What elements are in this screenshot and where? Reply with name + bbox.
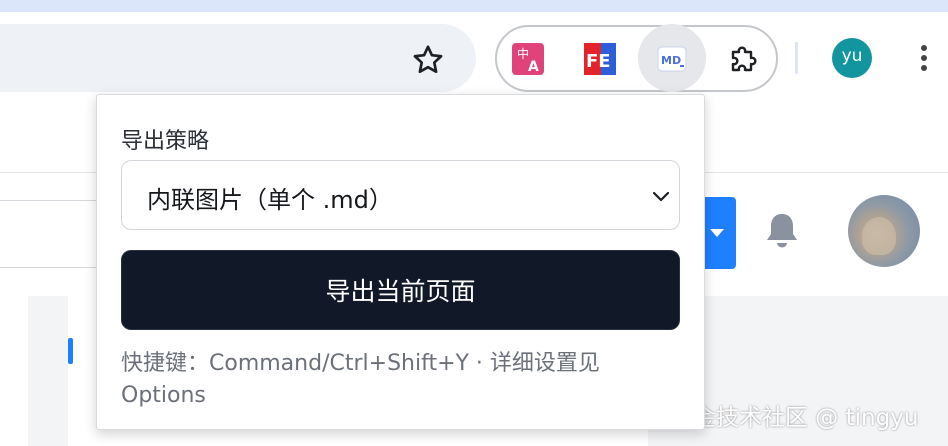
page-side-card	[0, 296, 28, 446]
caret-down-icon	[710, 229, 724, 237]
export-popup: 导出策略 内联图片（单个 .md） 导出当前页面 快捷键：Command/Ctr…	[96, 94, 705, 430]
user-avatar[interactable]	[848, 195, 920, 267]
options-link[interactable]: Options	[121, 383, 206, 408]
translate-extension-icon[interactable]: 中 A	[510, 41, 546, 77]
md-export-extension-icon[interactable]: MD	[654, 41, 690, 77]
address-bar[interactable]	[0, 24, 476, 92]
bookmark-star-icon[interactable]	[410, 42, 446, 78]
strategy-select[interactable]: 内联图片（单个 .md）	[121, 160, 680, 230]
toolbar-divider	[795, 42, 798, 74]
svg-text:A: A	[528, 59, 539, 75]
shortcut-hint-line: 快捷键：Command/Ctrl+Shift+Y · 详细设置见	[121, 351, 600, 376]
more-menu-icon[interactable]	[912, 40, 936, 76]
tab-strip	[0, 0, 948, 12]
svg-text:中: 中	[517, 46, 529, 61]
svg-text:FE: FE	[586, 51, 611, 72]
bell-icon[interactable]	[760, 208, 804, 252]
profile-avatar[interactable]: yu	[832, 38, 872, 78]
page-accent-bar	[68, 338, 73, 364]
strategy-selected-value: 内联图片（单个 .md）	[147, 186, 393, 214]
puzzle-icon[interactable]	[726, 41, 762, 77]
fe-extension-icon[interactable]: FE	[582, 41, 618, 77]
watermark: 掘金技术社区 @ tingyu	[670, 405, 919, 431]
page-search-box[interactable]	[0, 200, 106, 268]
svg-text:MD: MD	[661, 54, 681, 67]
export-current-page-button[interactable]: 导出当前页面	[121, 250, 680, 330]
shortcut-hint: 快捷键：Command/Ctrl+Shift+Y · 详细设置见 Options	[121, 348, 681, 412]
strategy-label: 导出策略	[121, 129, 210, 154]
chevron-down-icon	[652, 191, 670, 202]
